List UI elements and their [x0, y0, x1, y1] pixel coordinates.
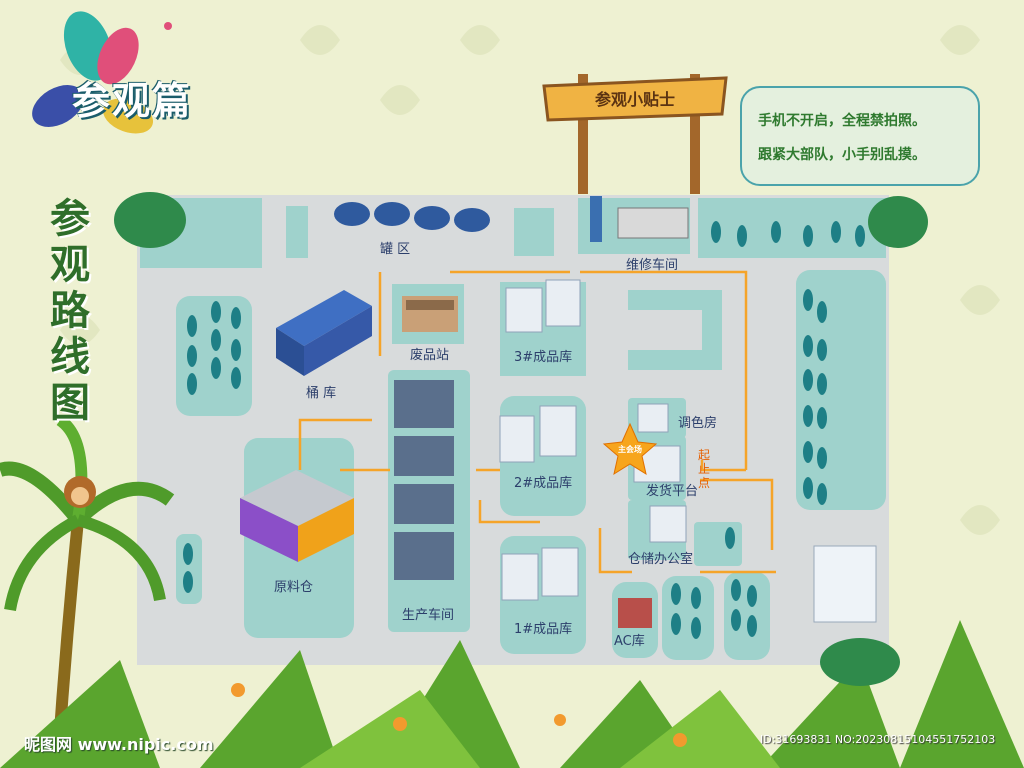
- tip-line: 跟紧大部队，小手别乱摸。: [758, 147, 926, 163]
- barrel-warehouse-building: [276, 290, 372, 376]
- label-finished-1: 1#成品库: [514, 622, 573, 637]
- monstera-leaves: [114, 192, 928, 686]
- route-segment: [700, 460, 746, 472]
- tips-sign-title: 参观小贴士: [594, 90, 675, 109]
- route-title-char: 观: [50, 242, 90, 288]
- road-marking-2: [628, 330, 722, 370]
- route-segment: [690, 270, 748, 470]
- label-warehouse-office: 仓储办公室: [628, 552, 694, 567]
- production-buildings: [394, 380, 454, 580]
- finished-1-building: [501, 547, 579, 601]
- label-start-end-point: 起止点: [698, 448, 711, 490]
- route-title-char: 线: [50, 334, 90, 380]
- foreground-plants: [0, 620, 1024, 768]
- label-color-room: 调色房: [678, 416, 718, 431]
- label-raw-material: 原料仓: [274, 580, 314, 595]
- trees-right-long: [803, 289, 827, 505]
- label-tank-area: 罐 区: [380, 242, 411, 257]
- raw-material-building: [240, 470, 354, 562]
- route-segment: [298, 418, 372, 470]
- route-map-title: 参 观 路 线 图: [40, 196, 100, 426]
- block-office-side: [694, 522, 742, 566]
- label-repair-workshop: 维修车间: [626, 258, 679, 273]
- finished-3-building: [505, 279, 581, 333]
- road-marking-1: [628, 290, 722, 330]
- label-finished-2: 2#成品库: [514, 476, 573, 491]
- trees-top-right: [711, 221, 865, 247]
- tips-bubble: 手机不开启，全程禁拍照。 跟紧大部队，小手别乱摸。: [740, 86, 980, 186]
- label-main-venue: 主会场: [618, 445, 642, 454]
- monkey: [64, 476, 96, 508]
- watermark-logo: 昵图网 www.nipic.com: [24, 735, 214, 754]
- title-logo-leaves: [32, 11, 172, 134]
- tips-signboard: [542, 74, 728, 194]
- block-small-1: [286, 206, 308, 258]
- route-segment: [478, 500, 540, 524]
- block-right-long: [796, 270, 886, 510]
- main-venue-star: [602, 422, 658, 476]
- route-segment: [700, 478, 774, 550]
- visit-route: [298, 270, 776, 574]
- page-title: 参观篇: [72, 79, 193, 123]
- office-building: [649, 505, 687, 543]
- finished-2-building: [499, 405, 577, 463]
- label-shipping-platform: 发货平台: [646, 484, 699, 499]
- waste-station-building: [402, 296, 458, 332]
- ac-building: [618, 598, 652, 628]
- trees-bottom: [183, 527, 757, 639]
- trees: [183, 221, 865, 639]
- flowers: [231, 683, 687, 747]
- block-small-bottom-left: [176, 534, 202, 604]
- block-small-2: [514, 208, 554, 256]
- block-trees-bottom-2: [724, 572, 770, 660]
- repair-building: [590, 196, 689, 242]
- tip-line: 手机不开启，全程禁拍照。: [758, 113, 926, 129]
- route-title-char: 参: [50, 196, 90, 242]
- block-top-right: [698, 198, 886, 258]
- tall-building: [813, 545, 877, 623]
- label-ac-warehouse: AC库: [614, 634, 645, 649]
- color-room-building: [637, 403, 669, 433]
- trees-left-block: [187, 301, 241, 395]
- label-barrel-warehouse: 桶 库: [306, 386, 337, 401]
- label-finished-3: 3#成品库: [514, 350, 573, 365]
- tank-area-tanks: [334, 202, 490, 232]
- watermark-id: ID:31693831 NO:20230815104551752103: [760, 733, 996, 746]
- label-waste-station: 废品站: [410, 348, 450, 363]
- block-trees-bottom-1: [662, 576, 714, 660]
- label-production-workshop: 生产车间: [402, 608, 455, 623]
- route-title-char: 图: [50, 380, 90, 426]
- route-segment: [598, 528, 632, 574]
- route-title-char: 路: [50, 288, 90, 334]
